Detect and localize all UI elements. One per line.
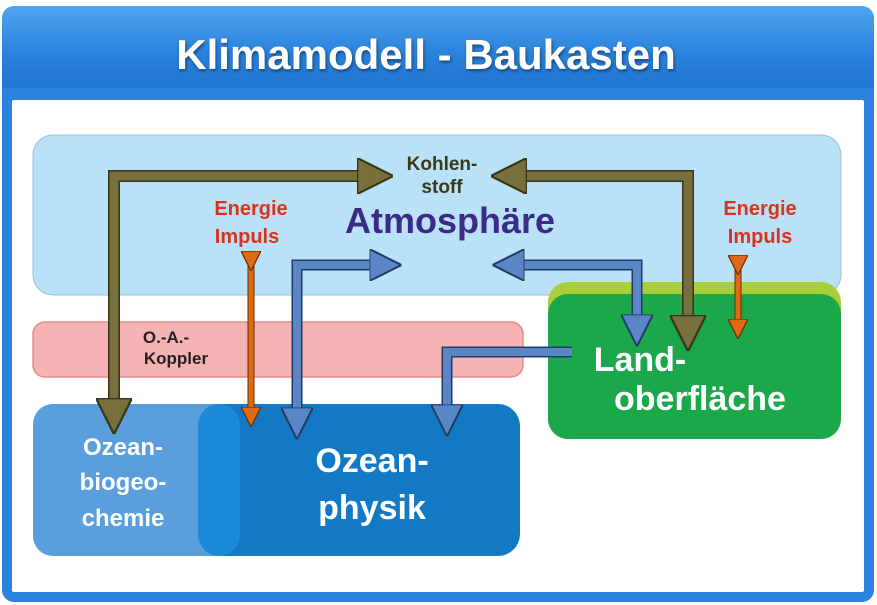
energy-left-label-line2: Impuls [215, 226, 279, 248]
page-title: Klimamodell - Baukasten [176, 31, 676, 78]
land-label-line1: Land- [594, 341, 687, 379]
atmosphere-label: Atmosphäre [345, 200, 555, 241]
ocean-physics-label-line1: Ozean- [315, 442, 428, 480]
land-label-line2: oberfläche [614, 380, 786, 418]
energy-left-label-line1: Energie [214, 198, 287, 220]
ocean-physics-label-line2: physik [318, 489, 426, 527]
energy-right-label-line1: Energie [723, 198, 796, 220]
ocean-overlap-region [198, 404, 240, 556]
ocean-biogeo-label-line2: biogeo- [80, 469, 167, 496]
carbon-label-line2: stoff [421, 177, 463, 198]
energy-right-label-line2: Impuls [728, 226, 792, 248]
ocean-physics-box [198, 404, 520, 556]
carbon-label-line1: Kohlen- [407, 154, 478, 175]
ocean-biogeo-label-line3: chemie [82, 505, 165, 532]
title-bar: Klimamodell - Baukasten [2, 6, 874, 90]
ocean-biogeochemistry-box [33, 404, 248, 556]
flow-arrow-land-to-ocean-fill [447, 348, 572, 422]
coupler-label-line1: O.-A.- [143, 328, 189, 347]
ocean-biogeo-label-line1: Ozean- [83, 434, 163, 461]
coupler-label-line2: Koppler [144, 349, 209, 368]
